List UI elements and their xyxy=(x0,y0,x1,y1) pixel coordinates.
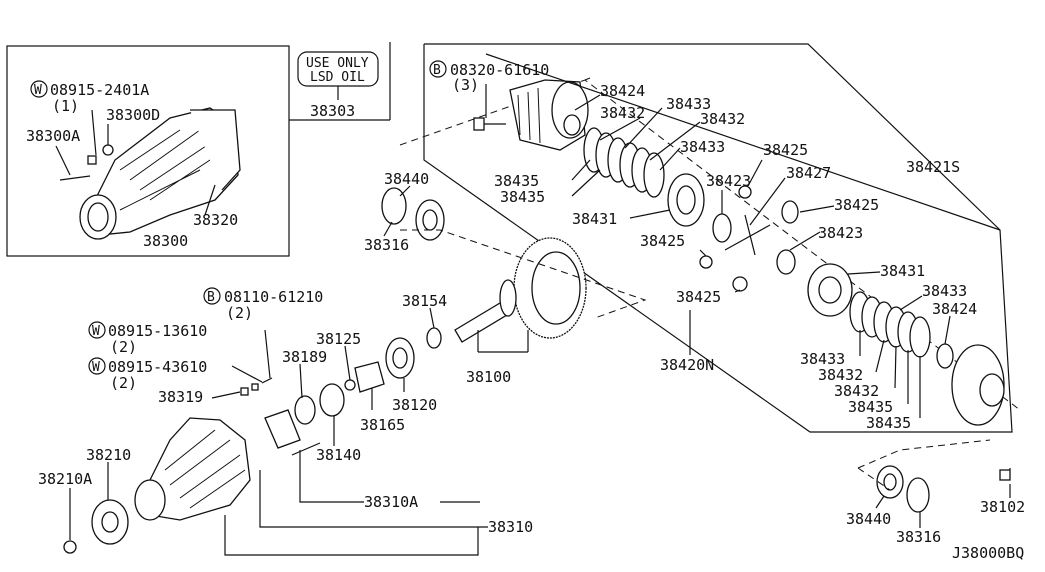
diff-case-right-drawing xyxy=(951,344,1011,481)
lsd-assembly-outline xyxy=(399,43,1021,433)
part-38433-label: 38433 xyxy=(680,138,725,156)
part-38423-label: 38423 xyxy=(706,172,751,190)
lsd-oil-tag: USE ONLY LSD OIL 38303 xyxy=(297,51,379,120)
qty-label: (2) xyxy=(110,338,137,356)
part-38420N-label: 38420N xyxy=(660,356,714,374)
clutch-plates-top xyxy=(583,127,665,198)
part-38300A-label: 38300A xyxy=(26,127,80,145)
part-08320-61610-label: 08320-61610 xyxy=(450,61,549,79)
part-38316-label: 38316 xyxy=(896,528,941,546)
part-38210A-label: 38210A xyxy=(38,470,92,488)
part-38100-label: 38100 xyxy=(466,368,511,386)
part-38423-label: 38423 xyxy=(818,224,863,242)
part-38427-label: 38427 xyxy=(786,164,831,182)
pinion-mate-gears xyxy=(699,185,799,292)
inset-labels: W 08915-2401A (1) 38300D 38300A 38320 38… xyxy=(26,80,238,250)
part-08915-2401A-label: 08915-2401A xyxy=(50,81,149,99)
part-38300-label: 38300 xyxy=(143,232,188,250)
part-38319-label: 38319 xyxy=(158,388,203,406)
qty-label: (2) xyxy=(110,374,137,392)
part-38320-label: 38320 xyxy=(193,211,238,229)
carrier-housing-inset-drawing xyxy=(59,107,241,240)
part-38425-label: 38425 xyxy=(676,288,721,306)
part-38432-label: 38432 xyxy=(700,110,745,128)
part-38303-label: 38303 xyxy=(310,102,355,120)
lsd-labels: B 08320-61610 (3) 38424 38432 38433 3843… xyxy=(429,60,977,432)
part-38310-label: 38310 xyxy=(488,518,533,536)
pinion-bearings xyxy=(264,337,415,456)
washer-w-symbol xyxy=(88,357,106,375)
qty-label: (3) xyxy=(452,76,479,94)
inset-box-carrier xyxy=(6,42,391,257)
part-38432-label: 38432 xyxy=(818,366,863,384)
part-38310A-label: 38310A xyxy=(364,493,418,511)
use-only-text: USE ONLY xyxy=(306,56,369,71)
side-bearing-bottom xyxy=(857,439,991,513)
lsd-oil-text: LSD OIL xyxy=(310,70,365,85)
part-38432-label: 38432 xyxy=(600,104,645,122)
part-38435-label: 38435 xyxy=(866,414,911,432)
ring-gear-drawing xyxy=(426,237,587,349)
part-08915-43610-label: 08915-43610 xyxy=(108,358,207,376)
part-38421S-label: 38421S xyxy=(906,158,960,176)
part-38120-label: 38120 xyxy=(392,396,437,414)
part-38435-label: 38435 xyxy=(848,398,893,416)
part-38435-label: 38435 xyxy=(500,188,545,206)
clutch-plates-right xyxy=(849,291,954,369)
part-38300D-label: 38300D xyxy=(106,106,160,124)
part-38440-label: 38440 xyxy=(846,510,891,528)
part-38189-label: 38189 xyxy=(282,348,327,366)
qty-label: (1) xyxy=(52,97,79,115)
b-symbol: B xyxy=(207,290,215,305)
part-38140-label: 38140 xyxy=(316,446,361,464)
w-symbol: W xyxy=(92,324,100,339)
leader-lines xyxy=(69,53,1011,556)
part-38425-label: 38425 xyxy=(834,196,879,214)
part-38433-label: 38433 xyxy=(922,282,967,300)
bolt-b-symbol xyxy=(429,60,447,78)
part-38316-label: 38316 xyxy=(364,236,409,254)
part-38440-label: 38440 xyxy=(384,170,429,188)
diff-case-top-drawing xyxy=(473,79,589,151)
part-38425-label: 38425 xyxy=(640,232,685,250)
w-symbol: W xyxy=(92,360,100,375)
part-38424-label: 38424 xyxy=(932,300,977,318)
side-bearing-top xyxy=(381,187,647,319)
w-symbol: W xyxy=(34,83,42,98)
washer-w-symbol xyxy=(88,321,106,339)
part-38432-label: 38432 xyxy=(834,382,879,400)
part-38424-label: 38424 xyxy=(600,82,645,100)
carrier-housing-main xyxy=(63,377,273,554)
part-38431-label: 38431 xyxy=(572,210,617,228)
part-38125-label: 38125 xyxy=(316,330,361,348)
part-38435-label: 38435 xyxy=(494,172,539,190)
part-38210-label: 38210 xyxy=(86,446,131,464)
part-38102-label: 38102 xyxy=(980,498,1025,516)
pressure-ring-top xyxy=(667,173,705,227)
b-symbol: B xyxy=(433,63,441,78)
qty-label: (2) xyxy=(226,304,253,322)
washer-w-symbol xyxy=(30,80,48,98)
diagram-code: J38000BQ xyxy=(952,544,1024,562)
part-38433-label: 38433 xyxy=(800,350,845,368)
part-38431-label: 38431 xyxy=(880,262,925,280)
bolt-b-symbol xyxy=(203,287,221,305)
part-38154-label: 38154 xyxy=(402,292,447,310)
part-08915-13610-label: 08915-13610 xyxy=(108,322,207,340)
part-38433-label: 38433 xyxy=(666,95,711,113)
part-08110-61210-label: 08110-61210 xyxy=(224,288,323,306)
bottom-right-labels: 38440 38316 38102 J38000BQ xyxy=(846,498,1025,562)
pressure-ring-right xyxy=(807,263,853,317)
part-38425-label: 38425 xyxy=(763,141,808,159)
drive-labels: 38440 38316 B 08110-61210 (2) 38154 W 08… xyxy=(38,170,533,536)
part-38165-label: 38165 xyxy=(360,416,405,434)
